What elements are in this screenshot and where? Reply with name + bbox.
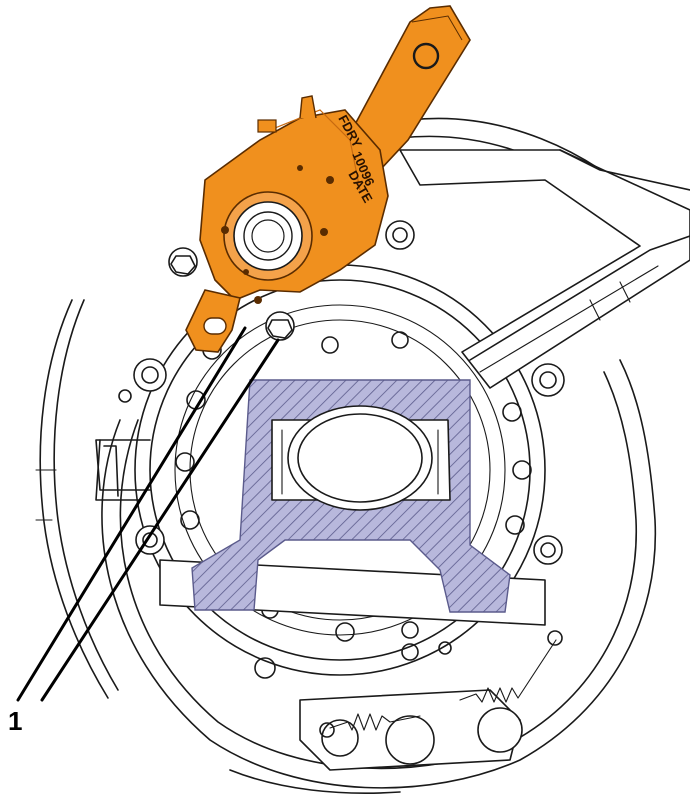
callout-number: 1 bbox=[8, 706, 22, 736]
slack-adjuster: FDRY 10096 DATE bbox=[185, 5, 471, 353]
chamber-bracket bbox=[399, 149, 690, 389]
callout-leaders bbox=[16, 326, 280, 702]
leader-line-bolt bbox=[40, 338, 280, 702]
mounting-bolt bbox=[531, 363, 565, 397]
lever-hole-icon bbox=[412, 42, 440, 70]
axle-section-hatch bbox=[191, 379, 511, 613]
mounting-bolt bbox=[385, 220, 415, 250]
mounting-bolt bbox=[168, 247, 198, 277]
mounting-bolts bbox=[118, 220, 565, 565]
mounting-bolt bbox=[133, 358, 167, 392]
mounting-bolt bbox=[265, 311, 295, 341]
mounting-bolt bbox=[533, 535, 563, 565]
leader-line-adjuster bbox=[16, 326, 247, 702]
